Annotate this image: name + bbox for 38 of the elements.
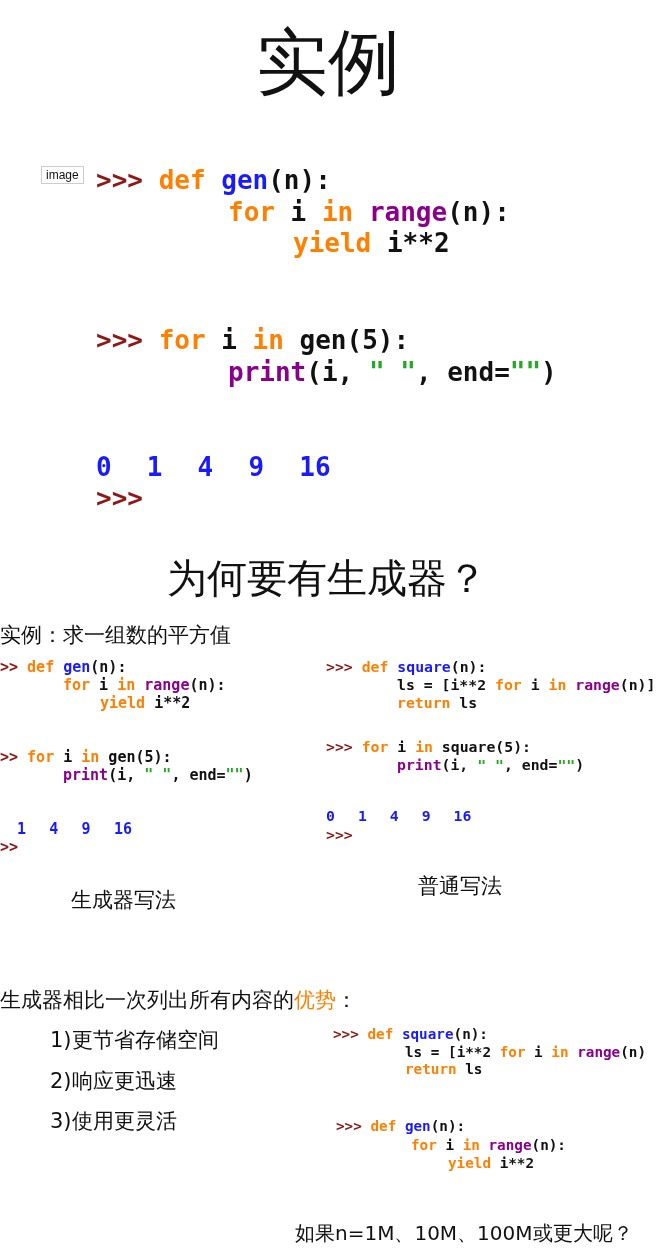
- prompt: >>>: [326, 827, 353, 843]
- list-item: 1)更节省存储空间: [50, 1029, 219, 1051]
- code-line: >> def gen(n):: [0, 659, 127, 675]
- code-line: yield i**2: [293, 230, 450, 256]
- code-line: yield i**2: [448, 1156, 535, 1171]
- code-line: >>> def square(n):: [326, 659, 487, 675]
- caption: 生成器写法: [71, 889, 176, 911]
- code-line: print(i, " ", end=""): [228, 359, 557, 385]
- code-line: print(i, " ", end=""): [63, 767, 253, 783]
- title: 实例: [256, 26, 400, 98]
- caption: 普通写法: [418, 875, 502, 897]
- code-output: 0 1 4 9 16: [326, 808, 472, 824]
- question-text: 如果n=1M、10M、100M或更大呢？: [295, 1223, 633, 1243]
- image-placeholder-box: image: [41, 166, 84, 184]
- code-line: return ls: [397, 695, 478, 711]
- code-line: return ls: [405, 1062, 483, 1077]
- code-line: ls = [i**2 for i in range(n)]: [397, 677, 656, 693]
- list-item: 2)响应更迅速: [50, 1070, 177, 1092]
- code-line: for i in range(n):: [63, 677, 226, 693]
- code-line: >>> for i in square(5):: [326, 739, 531, 755]
- subheading: 实例：求一组数的平方值: [0, 624, 231, 646]
- code-line: >> for i in gen(5):: [0, 749, 172, 765]
- prompt: >>>: [96, 485, 143, 511]
- code-line: yield i**2: [100, 695, 191, 711]
- code-line: >>> for i in gen(5):: [96, 327, 410, 353]
- code-line: >>> def gen(n):: [96, 167, 331, 193]
- code-line: >>> def square(n):: [333, 1027, 488, 1042]
- code-output: 1 4 9 16: [17, 821, 132, 837]
- heading: 为何要有生成器？: [167, 558, 487, 598]
- code-line: print(i, " ", end=""): [397, 757, 585, 773]
- code-line: for i in range(n):: [411, 1138, 566, 1153]
- code-output: 0 1 4 9 16: [96, 454, 331, 480]
- code-line: ls = [i**2 for i in range(n): [405, 1045, 647, 1060]
- prompt: >>: [0, 839, 19, 855]
- code-line: for i in range(n):: [228, 199, 510, 225]
- code-line: >>> def gen(n):: [336, 1119, 466, 1134]
- list-item: 3)使用更灵活: [50, 1110, 177, 1132]
- subheading: 生成器相比一次列出所有内容的优势：: [0, 989, 357, 1011]
